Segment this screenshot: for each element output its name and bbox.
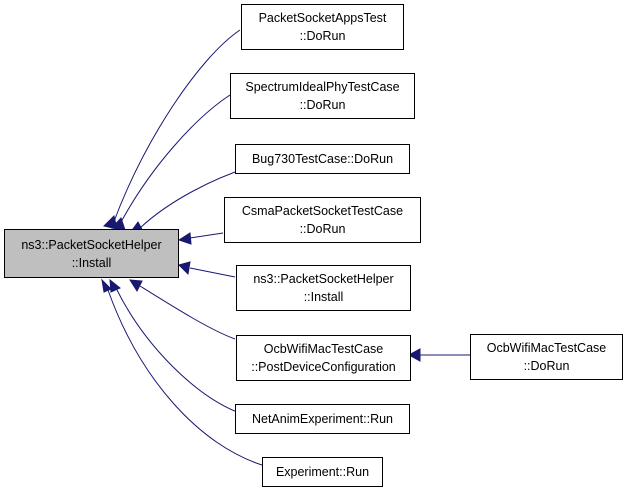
node-spectrum-ideal-phy-test-case-line-2: ::DoRun bbox=[300, 98, 346, 112]
node-packet-socket-helper-install-line-1: ns3::PacketSocketHelper bbox=[253, 272, 393, 286]
node-packet-socket-helper-install-line-2: ::Install bbox=[304, 290, 344, 304]
edge-csma-packet-socket-test-case bbox=[177, 232, 224, 245]
edges bbox=[101, 29, 470, 466]
node-packet-socket-apps-test-line-2: ::DoRun bbox=[300, 29, 346, 43]
edge-ocb-wifi-mac-do-run bbox=[407, 348, 470, 362]
node-csma-packet-socket-test-case-line-1: CsmaPacketSocketTestCase bbox=[242, 204, 403, 218]
edge-experiment-run bbox=[101, 278, 263, 466]
node-packet-socket-helper-install[interactable]: ns3::PacketSocketHelper ::Install bbox=[236, 265, 411, 311]
node-experiment-run[interactable]: Experiment::Run bbox=[262, 457, 383, 487]
node-bug730-test-case-line-1: Bug730TestCase::DoRun bbox=[252, 152, 393, 166]
node-packet-socket-apps-test[interactable]: PacketSocketAppsTest ::DoRun bbox=[241, 4, 404, 50]
edge-packet-socket-helper-install bbox=[178, 261, 236, 278]
edge-net-anim-experiment-run bbox=[109, 278, 238, 413]
node-root[interactable]: ns3::PacketSocketHelper ::Install bbox=[4, 229, 179, 278]
node-spectrum-ideal-phy-test-case[interactable]: SpectrumIdealPhyTestCase ::DoRun bbox=[230, 73, 415, 119]
node-experiment-run-line-1: Experiment::Run bbox=[276, 465, 369, 479]
node-csma-packet-socket-test-case[interactable]: CsmaPacketSocketTestCase ::DoRun bbox=[224, 197, 421, 243]
node-root-line-2: ::Install bbox=[72, 256, 112, 270]
node-ocb-wifi-mac-post-device-config-line-2: ::PostDeviceConfiguration bbox=[251, 360, 396, 374]
node-bug730-test-case[interactable]: Bug730TestCase::DoRun bbox=[235, 144, 410, 174]
node-root-line-1: ns3::PacketSocketHelper bbox=[21, 238, 161, 252]
node-csma-packet-socket-test-case-line-2: ::DoRun bbox=[300, 222, 346, 236]
node-ocb-wifi-mac-post-device-config[interactable]: OcbWifiMacTestCase ::PostDeviceConfigura… bbox=[236, 335, 411, 381]
node-ocb-wifi-mac-do-run-line-2: ::DoRun bbox=[524, 359, 570, 373]
edge-packet-socket-apps-test bbox=[103, 29, 241, 230]
node-ocb-wifi-mac-do-run-line-1: OcbWifiMacTestCase bbox=[487, 341, 607, 355]
edge-ocb-wifi-mac-post-device-config bbox=[129, 279, 236, 340]
node-net-anim-experiment-run[interactable]: NetAnimExperiment::Run bbox=[235, 404, 410, 434]
node-spectrum-ideal-phy-test-case-line-1: SpectrumIdealPhyTestCase bbox=[245, 80, 399, 94]
node-ocb-wifi-mac-do-run[interactable]: OcbWifiMacTestCase ::DoRun bbox=[470, 334, 623, 380]
node-net-anim-experiment-run-line-1: NetAnimExperiment::Run bbox=[252, 412, 393, 426]
node-packet-socket-apps-test-line-1: PacketSocketAppsTest bbox=[259, 11, 387, 25]
edge-spectrum-ideal-phy-test-case bbox=[111, 94, 231, 231]
node-ocb-wifi-mac-post-device-config-line-1: OcbWifiMacTestCase bbox=[264, 342, 384, 356]
